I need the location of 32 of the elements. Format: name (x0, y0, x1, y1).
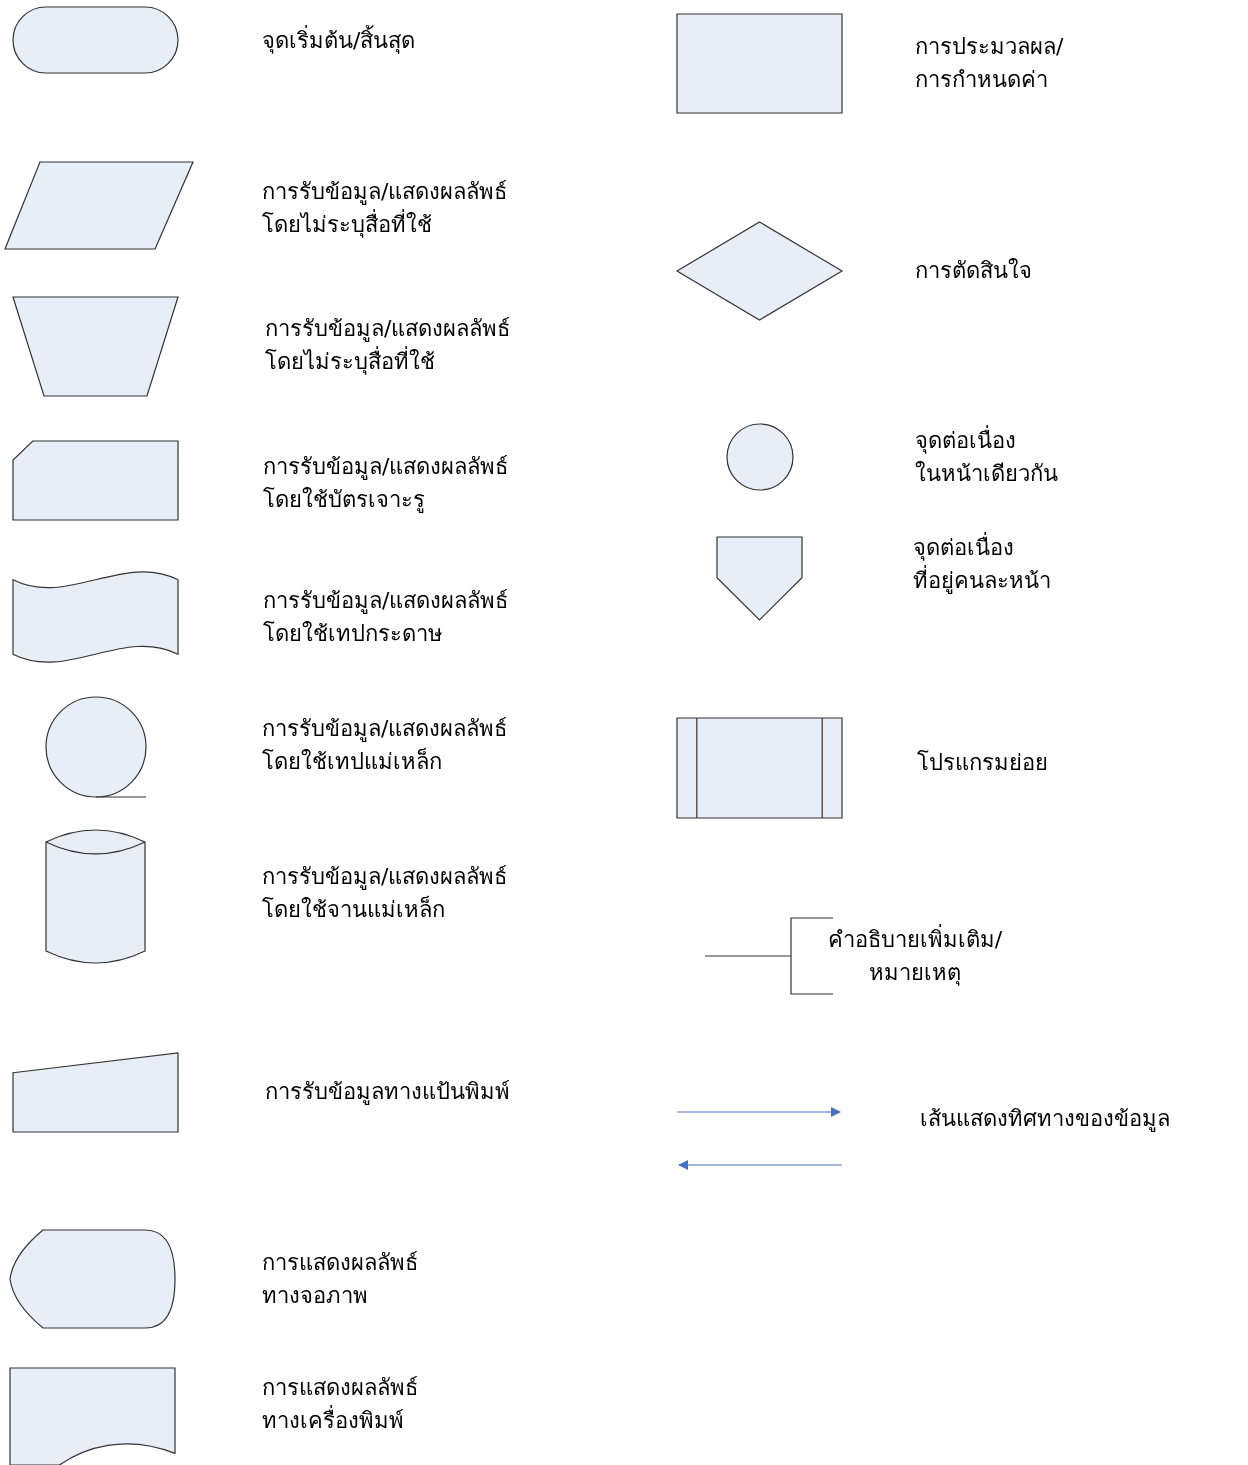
symbol-description: โปรแกรมย่อย (917, 748, 1048, 777)
symbol-description: การตัดสินใจ (915, 256, 1032, 285)
connector-circle (727, 424, 793, 490)
symbol-description: จุดต่อเนื่อง ที่อยู่คนละหน้า (913, 531, 1051, 597)
symbol-description: การประมวลผล/ การกำหนดค่า (915, 33, 1064, 94)
symbol-description: จุดต่อเนื่อง ในหน้าเดียวกัน (915, 424, 1058, 490)
decision-diamond (677, 222, 842, 320)
annotation-text: คำอธิบายเพิ่มเติม/ หมายเหตุ (810, 923, 1020, 989)
document-symbol (10, 1368, 175, 1465)
off-page-connector-symbol (717, 537, 802, 620)
symbol-description: การแสดงผลลัพธ์ ทางเครื่องพิมพ์ (262, 1374, 418, 1435)
symbol-description: การรับข้อมูล/แสดงผลลัพธ์ โดยใช้เทปกระดาษ (263, 587, 509, 648)
symbol-description: การแสดงผลลัพธ์ ทางจอภาพ (262, 1249, 418, 1310)
arrow-description: เส้นแสดงทิศทางของข้อมูล (920, 1104, 1170, 1134)
symbol-description: การรับข้อมูล/แสดงผลลัพธ์ โดยไม่ระบุสื่อที่ใช้ (262, 178, 508, 240)
magnetic-tape-symbol (46, 697, 146, 797)
symbol-description: การรับข้อมูล/แสดงผลลัพธ์ โดยใช้จานแม่เหล็ก (262, 863, 508, 924)
display-symbol (10, 1230, 175, 1328)
manual-input-symbol (13, 1053, 178, 1132)
symbol-description: การรับข้อมูล/แสดงผลลัพธ์ โดยใช้เทปแม่เหล็ก (262, 715, 508, 776)
cylinder-symbol (46, 830, 145, 963)
process-box (677, 14, 842, 113)
subroutine-box (677, 718, 842, 818)
terminator-symbol (13, 7, 178, 73)
card-symbol (13, 441, 178, 520)
symbol-description: การรับข้อมูล/แสดงผลลัพธ์ โดยใช้บัตรเจาะรู (263, 453, 509, 515)
punched-tape-symbol (13, 568, 178, 666)
symbol-description: การรับข้อมูล/แสดงผลลัพธ์ โดยไม่ระบุสื่อที่ใช้ (265, 315, 511, 377)
symbol-description: จุดเริ่มต้น/สิ้นสุด (262, 24, 416, 56)
parallelogram-symbol (5, 162, 193, 249)
trapezoid-symbol (13, 297, 178, 396)
symbol-description: การรับข้อมูลทางแป้นพิมพ์ (265, 1077, 510, 1107)
